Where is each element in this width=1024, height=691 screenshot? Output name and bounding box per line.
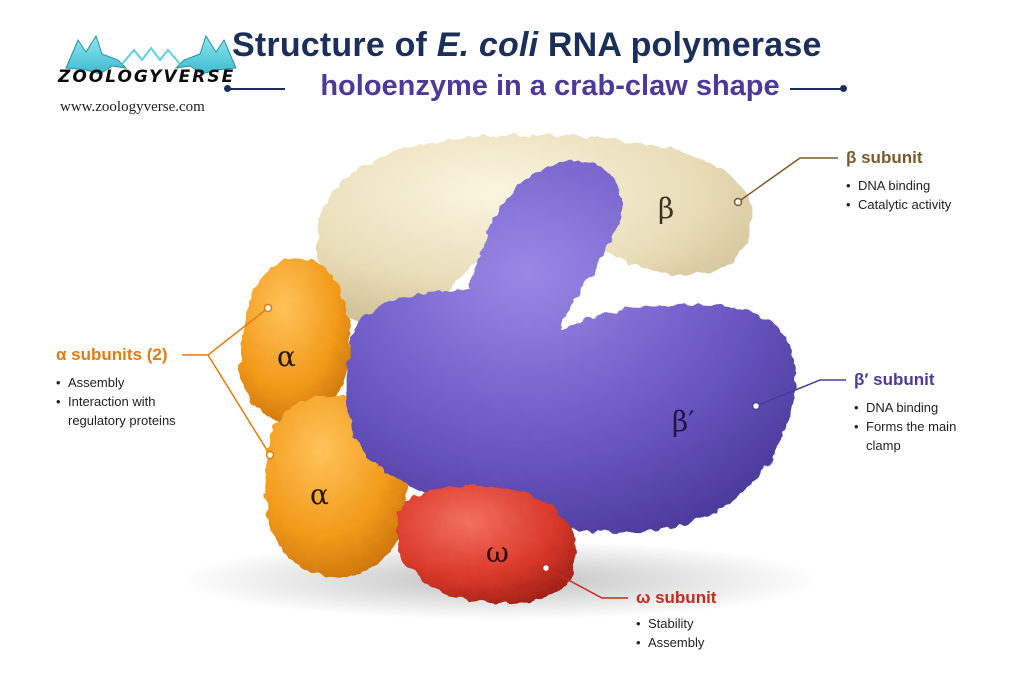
omega-callout-list: Stability Assembly <box>636 614 766 652</box>
logo-url: www.zoologyverse.com <box>60 99 205 115</box>
logo-wordmark: ZOOLOGYVERSE <box>58 67 236 87</box>
omega-subunit-shape <box>396 486 577 605</box>
beta-prime-callout-title: β′ subunit <box>854 370 935 389</box>
omega-leader-line <box>545 567 628 599</box>
omega-callout-title: ω subunit <box>636 588 717 607</box>
page-subtitle: holoenzyme in a crab-claw shape <box>320 70 780 102</box>
beta-callout-list: DNA binding Catalytic activity <box>846 176 1016 214</box>
logo <box>56 30 246 90</box>
beta-prime-leader-line <box>755 379 846 407</box>
list-item: Assembly <box>56 373 206 392</box>
list-item: Forms the main clamp <box>854 417 964 455</box>
alpha-glyph-top: α <box>277 340 296 373</box>
page-title: Structure of E. coli RNA polymerase <box>232 26 822 64</box>
beta-leader-line <box>737 157 838 203</box>
list-item: DNA binding <box>846 176 1016 195</box>
title-rule-right <box>790 88 842 90</box>
alpha-subunit-top-shape <box>239 258 351 424</box>
list-item: Assembly <box>636 633 766 652</box>
leader-lines <box>182 157 846 599</box>
title-rule-left <box>230 88 285 90</box>
alpha-callout-title: α subunits (2) <box>56 345 168 364</box>
beta-callout-title: β subunit <box>846 148 923 167</box>
list-item: DNA binding <box>854 398 964 417</box>
title-dot-right <box>840 85 847 92</box>
list-item: Interaction with regulatory proteins <box>56 392 206 430</box>
alpha-leader-bottom <box>207 354 271 456</box>
leader-dots <box>263 197 761 573</box>
beta-prime-callout-list: DNA binding Forms the main clamp <box>854 398 964 455</box>
omega-glyph: ω <box>486 536 509 569</box>
title-dot-left <box>224 85 231 92</box>
list-item: Catalytic activity <box>846 195 1016 214</box>
beta-prime-glyph: β′ <box>672 405 695 438</box>
alpha-callout-list: Assembly Interaction with regulatory pro… <box>56 373 206 430</box>
alpha-glyph-bottom: α <box>310 478 329 511</box>
beta-prime-subunit-shape <box>347 161 796 533</box>
list-item: Stability <box>636 614 766 633</box>
wolf-logo-icon <box>65 34 237 75</box>
beta-glyph: β <box>658 192 675 225</box>
